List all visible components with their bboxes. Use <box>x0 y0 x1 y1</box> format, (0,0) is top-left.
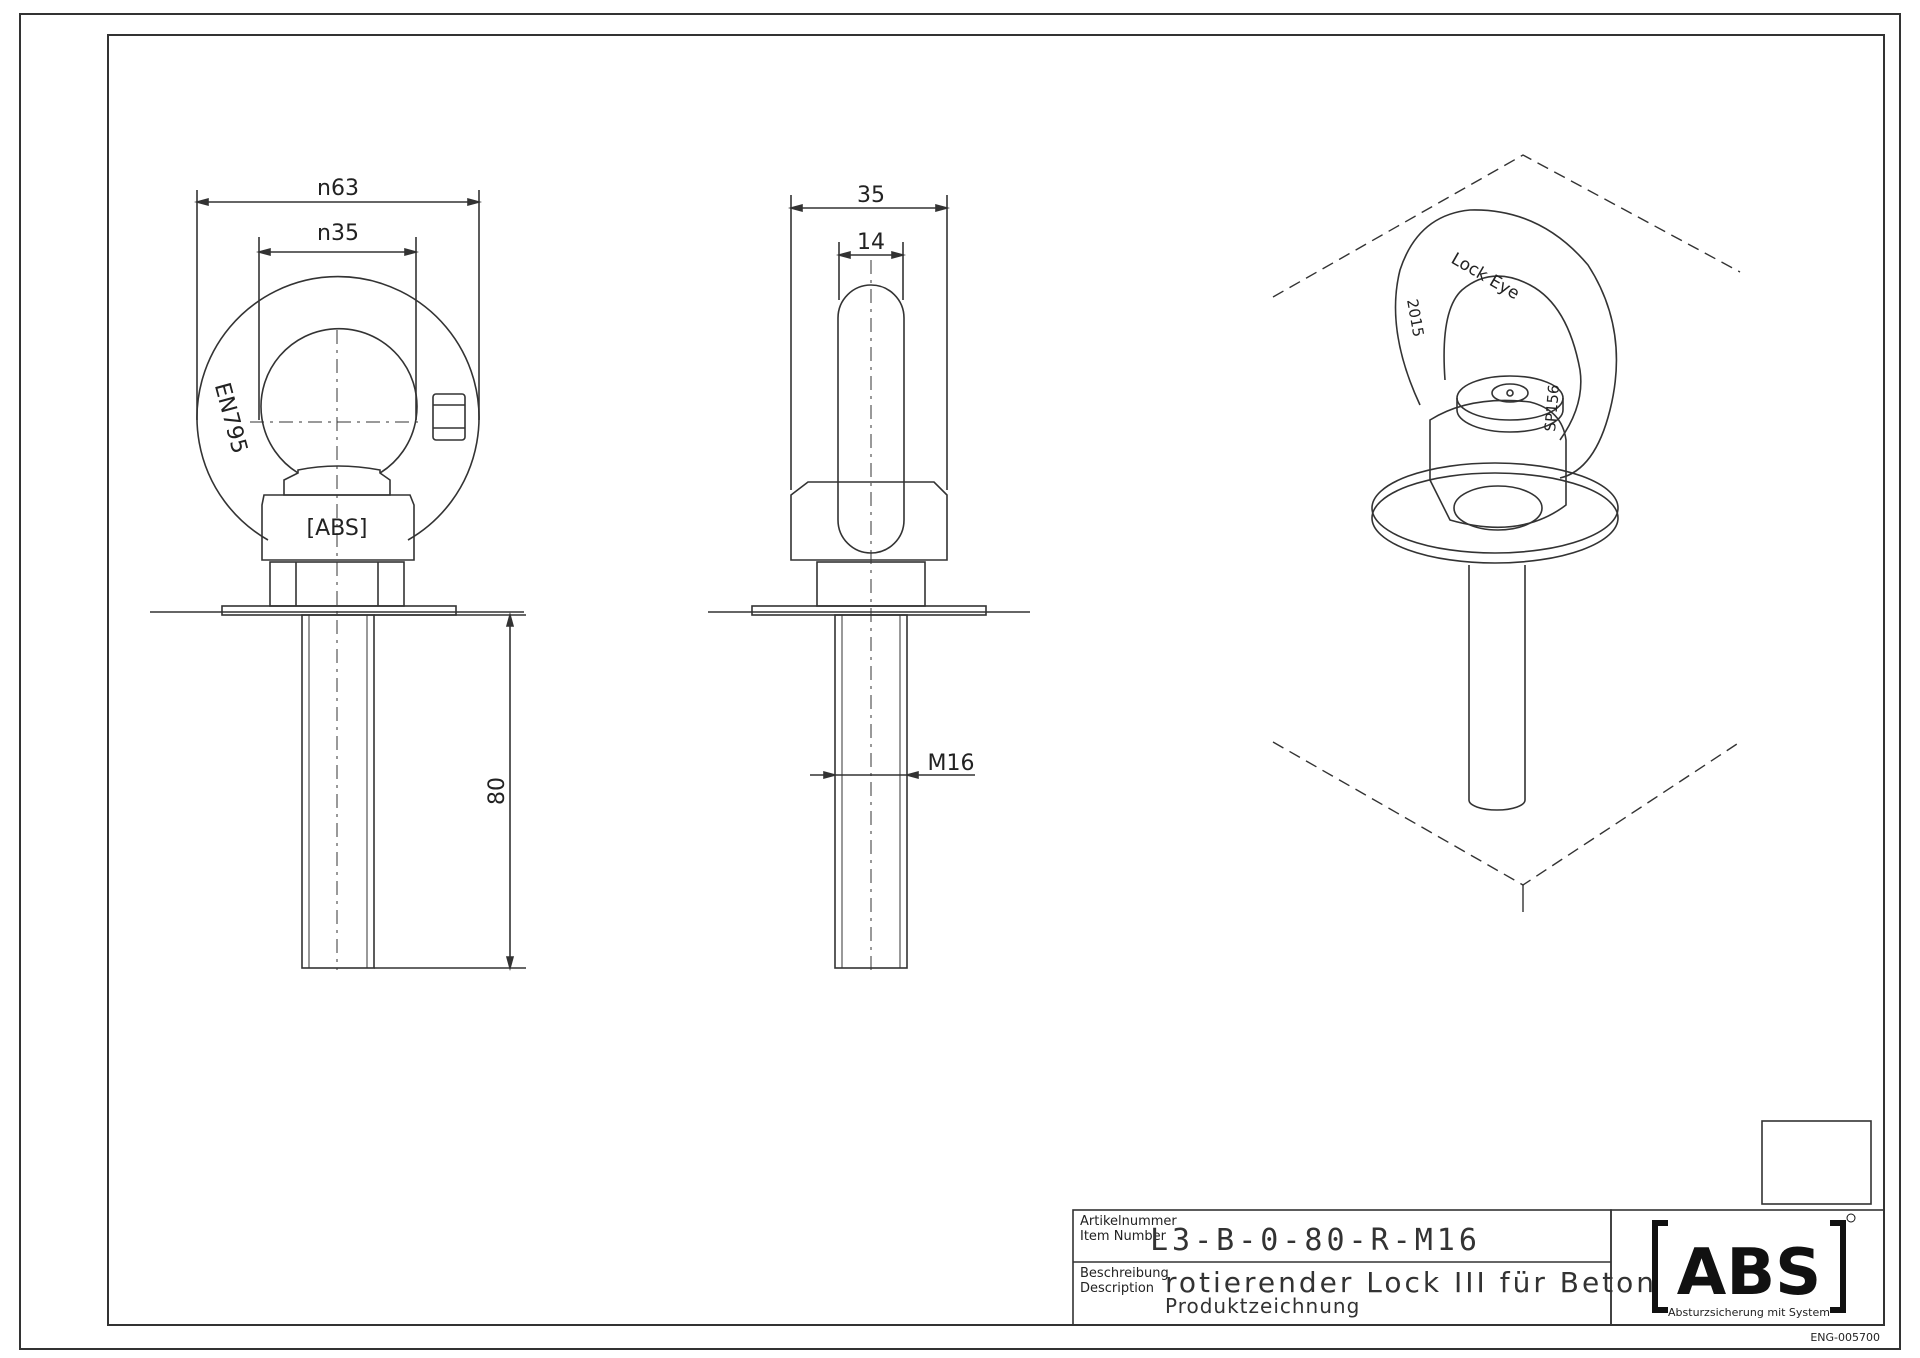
ring-text-lock-eye: Lock Eye <box>1448 249 1523 304</box>
abs-logo-text: ABS <box>1677 1236 1821 1310</box>
dim-ring-thickness: 14 <box>857 230 885 255</box>
outer-border <box>19 13 1901 1350</box>
title-block <box>1072 1120 1885 1326</box>
drawing-frame <box>107 34 1885 1326</box>
ring-text-year: 2015 <box>1403 298 1427 339</box>
ring-mark-en795: EN795 <box>209 380 252 456</box>
ring-text-sp156: SP156 <box>1541 384 1563 433</box>
dim-inner-diameter: n35 <box>317 221 359 246</box>
dim-ring-width: 35 <box>857 183 885 208</box>
isometric-view <box>1272 154 1741 912</box>
item-number: L3-B-0-80-R-M16 <box>1150 1223 1481 1258</box>
dim-bolt-length: 80 <box>485 777 510 805</box>
item-label-de: Artikelnummer <box>1080 1214 1177 1229</box>
desc-label-de: Beschreibung <box>1080 1266 1169 1281</box>
product-description: rotierender Lock III für Beton <box>1165 1266 1657 1299</box>
dim-outer-diameter: n63 <box>317 176 359 201</box>
drawing-subtitle: Produktzeichnung <box>1165 1294 1360 1318</box>
abs-logo-tagline: Absturzsicherung mit System <box>1668 1306 1830 1319</box>
desc-label-en: Description <box>1080 1281 1154 1296</box>
abs-logo <box>1652 1213 1856 1313</box>
dim-thread-size: M16 <box>928 751 975 776</box>
base-mark-abs: [ABS] <box>307 516 368 541</box>
front-view <box>150 190 526 972</box>
item-label-en: Item Number <box>1080 1229 1167 1244</box>
drawing-code: ENG-005700 <box>1810 1331 1880 1344</box>
side-view <box>708 195 1030 970</box>
